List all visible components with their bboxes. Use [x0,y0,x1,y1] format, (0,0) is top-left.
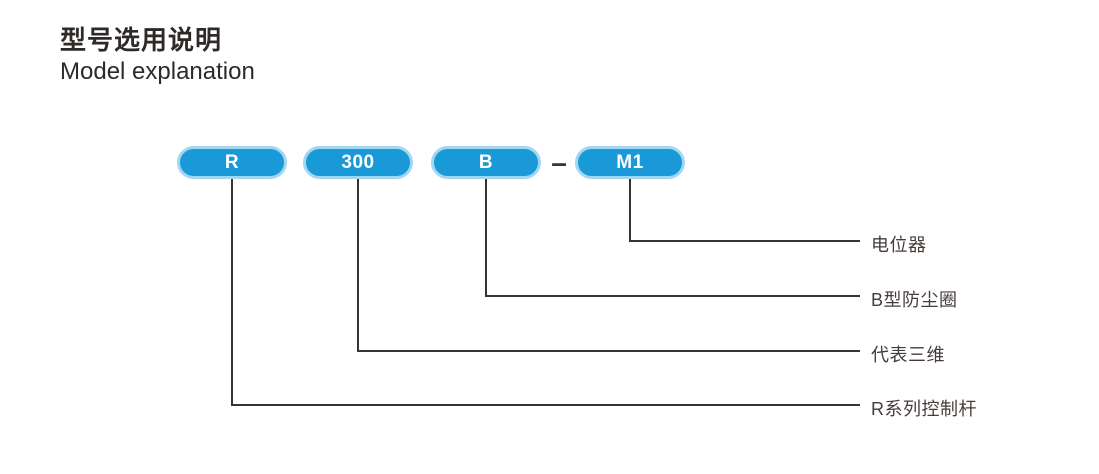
model-separator-dash: – [551,146,567,178]
page-title-en: Model explanation [60,58,255,85]
connector-vline-b [485,179,487,297]
model-part-pill-r: R [177,146,287,179]
connector-hline-m1 [629,240,860,242]
model-part-pill-b: B [431,146,541,179]
connector-hline-r [231,404,860,406]
connector-hline-b [485,295,860,297]
meaning-label-r: R系列控制杆 [871,399,977,419]
page-title-zh: 型号选用说明 [60,25,223,55]
connector-vline-r [231,179,233,406]
meaning-label-300: 代表三维 [871,345,945,365]
meaning-label-m1: 电位器 [871,235,927,255]
connector-vline-m1 [629,179,631,242]
model-part-pill-300: 300 [303,146,413,179]
connector-vline-300 [357,179,359,352]
connector-hline-300 [357,350,860,352]
meaning-label-b: B型防尘圈 [871,290,958,310]
model-part-pill-m1: M1 [575,146,685,179]
